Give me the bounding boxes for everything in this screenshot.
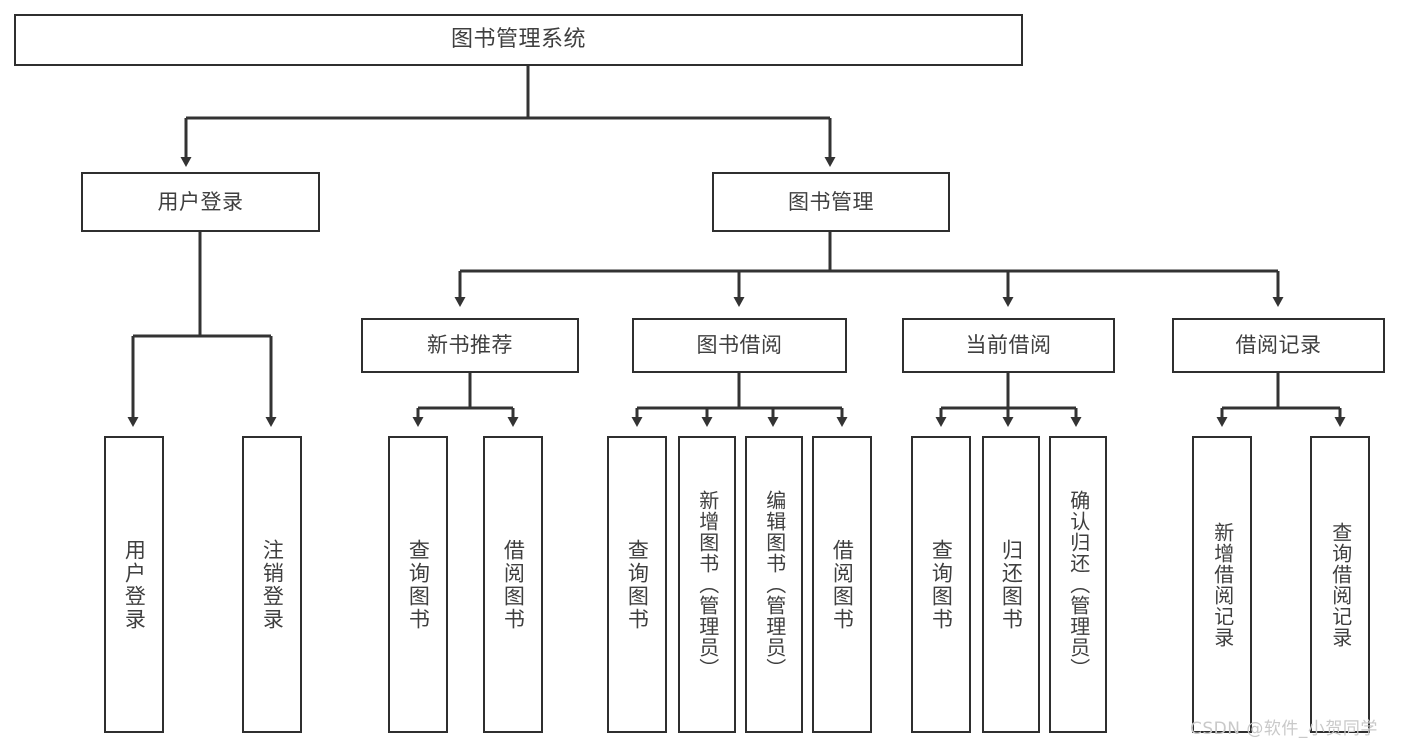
- node-current-borrowing[interactable]: 当前借阅: [902, 318, 1115, 373]
- watermark-text: CSDN @软件_小贺同学: [1190, 719, 1378, 739]
- leaf-query-book-borrow[interactable]: 查询图书: [607, 436, 667, 733]
- leaf-add-book-admin[interactable]: 新增图书（管理员）: [678, 436, 736, 733]
- leaf-borrow-book[interactable]: 借阅图书: [812, 436, 872, 733]
- node-label: 借阅图书: [830, 538, 855, 631]
- node-label: 查询图书: [406, 538, 431, 631]
- node-label: 图书管理: [788, 189, 874, 214]
- leaf-query-borrow-record[interactable]: 查询借阅记录: [1310, 436, 1370, 733]
- node-label: 确认归还（管理员）: [1066, 490, 1091, 679]
- node-book-borrowing[interactable]: 图书借阅: [632, 318, 847, 373]
- node-new-book-recommendation[interactable]: 新书推荐: [361, 318, 579, 373]
- node-label: 新增借阅记录: [1210, 521, 1235, 648]
- leaf-logout[interactable]: 注销登录: [242, 436, 302, 733]
- node-label: 注销登录: [260, 538, 285, 631]
- node-label: 查询图书: [625, 538, 650, 631]
- node-label: 编辑图书（管理员）: [762, 490, 787, 679]
- node-label: 借阅记录: [1235, 333, 1322, 358]
- node-label: 查询图书: [929, 538, 954, 631]
- node-label: 借阅图书: [501, 538, 526, 631]
- node-borrow-records[interactable]: 借阅记录: [1172, 318, 1385, 373]
- node-label: 用户登录: [157, 189, 244, 214]
- node-user-login[interactable]: 用户登录: [81, 172, 320, 232]
- leaf-confirm-return-admin[interactable]: 确认归还（管理员）: [1049, 436, 1107, 733]
- leaf-user-login[interactable]: 用户登录: [104, 436, 164, 733]
- leaf-add-borrow-record[interactable]: 新增借阅记录: [1192, 436, 1252, 733]
- node-label: 用户登录: [122, 538, 147, 631]
- node-book-management[interactable]: 图书管理: [712, 172, 950, 232]
- leaf-edit-book-admin[interactable]: 编辑图书（管理员）: [745, 436, 803, 733]
- node-label: 新增图书（管理员）: [695, 490, 720, 679]
- leaf-query-book-current[interactable]: 查询图书: [911, 436, 971, 733]
- leaf-borrow-book-recommend[interactable]: 借阅图书: [483, 436, 543, 733]
- node-label: 归还图书: [999, 538, 1024, 631]
- node-label: 图书管理系统: [450, 26, 586, 52]
- leaf-query-book-recommend[interactable]: 查询图书: [388, 436, 448, 733]
- node-label: 当前借阅: [965, 333, 1052, 358]
- leaf-return-book[interactable]: 归还图书: [982, 436, 1040, 733]
- node-label: 新书推荐: [427, 333, 513, 358]
- node-label: 查询借阅记录: [1328, 521, 1353, 648]
- node-label: 图书借阅: [696, 333, 783, 358]
- node-root-system[interactable]: 图书管理系统: [14, 14, 1023, 66]
